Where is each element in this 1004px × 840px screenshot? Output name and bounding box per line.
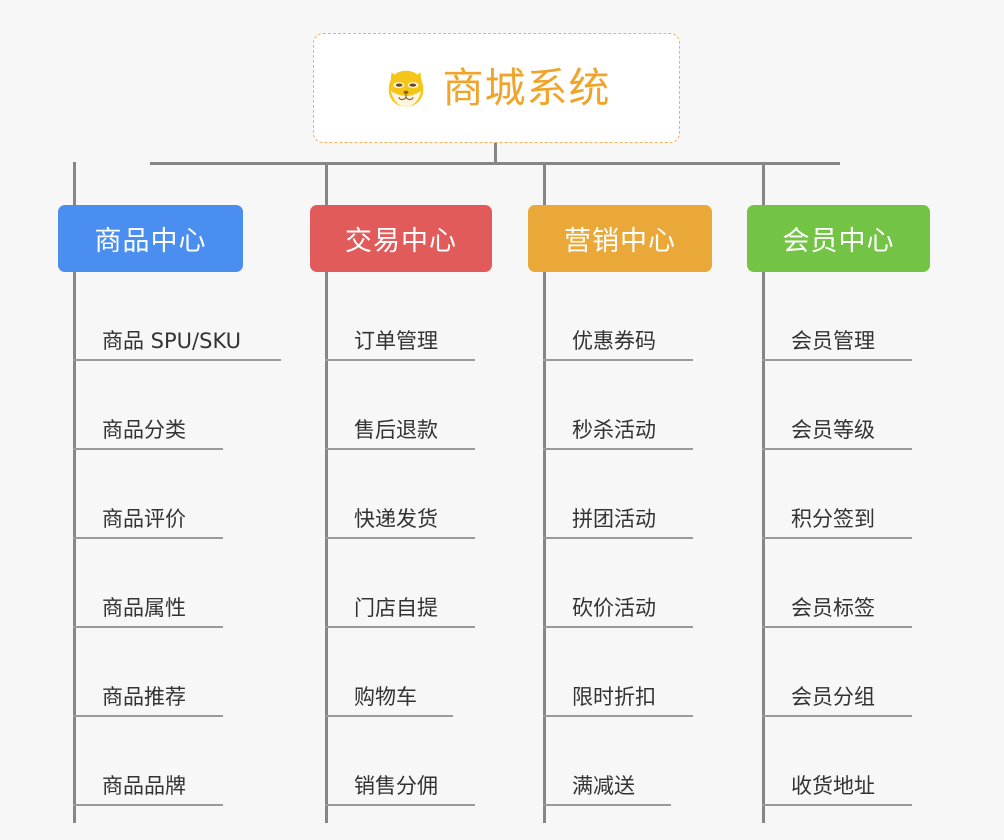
connector-horizontal-bar xyxy=(150,162,840,165)
leaf-item-label: 快递发货 xyxy=(354,506,438,531)
connector-drop-商品中心 xyxy=(73,162,76,206)
connector-root-stem xyxy=(494,143,497,164)
leaf-spine xyxy=(325,272,328,823)
leaf-item-商品-SPU-SKU[interactable]: 商品 SPU/SKU xyxy=(73,272,281,361)
leaf-item-拼团活动[interactable]: 拼团活动 xyxy=(543,450,693,539)
leaf-column-营销中心: 优惠券码秒杀活动拼团活动砍价活动限时折扣满减送 xyxy=(543,272,693,823)
leaf-item-underline xyxy=(543,804,671,806)
leaf-column-交易中心: 订单管理售后退款快递发货门店自提购物车销售分佣 xyxy=(325,272,475,823)
leaf-item-label: 收货地址 xyxy=(791,773,875,798)
leaf-item-商品属性[interactable]: 商品属性 xyxy=(73,539,241,628)
leaf-item-商品分类[interactable]: 商品分类 xyxy=(73,361,241,450)
leaf-item-label: 商品推荐 xyxy=(102,684,186,709)
leaf-item-underline xyxy=(325,448,475,450)
leaf-item-underline xyxy=(762,359,912,361)
leaf-spine xyxy=(762,272,765,823)
leaf-item-快递发货[interactable]: 快递发货 xyxy=(325,450,475,539)
leaf-item-label: 商品评价 xyxy=(102,506,186,531)
leaf-item-收货地址[interactable]: 收货地址 xyxy=(762,717,912,806)
category-label: 商品中心 xyxy=(94,226,207,257)
category-label: 营销中心 xyxy=(564,226,676,257)
leaf-item-label: 订单管理 xyxy=(354,328,438,353)
leaf-item-underline xyxy=(73,626,223,628)
leaf-item-售后退款[interactable]: 售后退款 xyxy=(325,361,475,450)
category-box-营销中心[interactable]: 营销中心 xyxy=(528,205,712,272)
connector-drop-营销中心 xyxy=(543,162,546,206)
leaf-item-underline xyxy=(543,537,693,539)
leaf-item-underline xyxy=(543,359,693,361)
leaf-item-label: 积分签到 xyxy=(791,506,875,531)
connector-drop-交易中心 xyxy=(325,162,328,206)
leaf-item-门店自提[interactable]: 门店自提 xyxy=(325,539,475,628)
leaf-item-会员等级[interactable]: 会员等级 xyxy=(762,361,912,450)
leaf-item-秒杀活动[interactable]: 秒杀活动 xyxy=(543,361,693,450)
leaf-item-underline xyxy=(73,804,223,806)
leaf-item-商品推荐[interactable]: 商品推荐 xyxy=(73,628,241,717)
leaf-item-购物车[interactable]: 购物车 xyxy=(325,628,453,717)
leaf-item-label: 商品 SPU/SKU xyxy=(102,328,242,353)
leaf-item-商品评价[interactable]: 商品评价 xyxy=(73,450,241,539)
leaf-item-underline xyxy=(73,359,281,361)
leaf-item-underline xyxy=(762,626,912,628)
leaf-item-label: 会员标签 xyxy=(791,595,875,620)
category-box-商品中心[interactable]: 商品中心 xyxy=(58,205,243,272)
leaf-item-underline xyxy=(762,715,912,717)
leaf-item-label: 销售分佣 xyxy=(354,773,438,798)
leaf-item-underline xyxy=(543,626,693,628)
leaf-item-underline xyxy=(543,715,693,717)
leaf-item-会员分组[interactable]: 会员分组 xyxy=(762,628,912,717)
leaf-item-会员管理[interactable]: 会员管理 xyxy=(762,272,912,361)
leaf-item-会员标签[interactable]: 会员标签 xyxy=(762,539,912,628)
leaf-item-label: 会员等级 xyxy=(791,417,875,442)
root-title: 商城系统 xyxy=(442,63,611,112)
leaf-item-优惠券码[interactable]: 优惠券码 xyxy=(543,272,693,361)
root-node[interactable]: 商城系统 xyxy=(313,33,680,143)
category-label: 会员中心 xyxy=(782,226,895,257)
leaf-item-砍价活动[interactable]: 砍价活动 xyxy=(543,539,693,628)
leaf-item-label: 优惠券码 xyxy=(572,328,656,353)
category-box-交易中心[interactable]: 交易中心 xyxy=(310,205,492,272)
leaf-item-销售分佣[interactable]: 销售分佣 xyxy=(325,717,475,806)
leaf-item-underline xyxy=(325,626,475,628)
leaf-item-underline xyxy=(325,359,475,361)
leaf-item-label: 商品品牌 xyxy=(102,773,186,798)
leaf-item-label: 限时折扣 xyxy=(572,684,656,709)
category-box-会员中心[interactable]: 会员中心 xyxy=(747,205,930,272)
leaf-column-会员中心: 会员管理会员等级积分签到会员标签会员分组收货地址 xyxy=(762,272,912,823)
leaf-item-label: 满减送 xyxy=(572,773,635,798)
leaf-item-label: 砍价活动 xyxy=(572,595,656,620)
leaf-item-underline xyxy=(73,448,223,450)
leaf-item-underline xyxy=(762,804,912,806)
leaf-item-label: 秒杀活动 xyxy=(572,417,656,442)
leaf-item-underline xyxy=(73,715,223,717)
leaf-item-underline xyxy=(762,537,912,539)
leaf-item-label: 会员分组 xyxy=(791,684,875,709)
leaf-column-商品中心: 商品 SPU/SKU 商品分类商品评价商品属性商品推荐商品品牌 xyxy=(73,272,281,823)
leaf-item-underline xyxy=(325,715,453,717)
leaf-item-underline xyxy=(325,537,475,539)
leaf-item-label: 售后退款 xyxy=(354,417,438,442)
leaf-item-限时折扣[interactable]: 限时折扣 xyxy=(543,628,693,717)
leaf-item-订单管理[interactable]: 订单管理 xyxy=(325,272,475,361)
shiba-dog-face-icon xyxy=(383,65,429,111)
leaf-item-underline xyxy=(73,537,223,539)
leaf-item-满减送[interactable]: 满减送 xyxy=(543,717,671,806)
leaf-item-underline xyxy=(325,804,475,806)
leaf-item-label: 购物车 xyxy=(354,684,417,709)
leaf-item-underline xyxy=(543,448,693,450)
leaf-item-label: 门店自提 xyxy=(354,595,438,620)
category-label: 交易中心 xyxy=(345,226,457,257)
leaf-item-underline xyxy=(762,448,912,450)
leaf-item-label: 商品属性 xyxy=(102,595,186,620)
leaf-item-积分签到[interactable]: 积分签到 xyxy=(762,450,912,539)
connector-drop-会员中心 xyxy=(762,162,765,206)
leaf-item-label: 拼团活动 xyxy=(572,506,656,531)
leaf-spine xyxy=(73,272,76,823)
leaf-spine xyxy=(543,272,546,823)
leaf-item-label: 会员管理 xyxy=(791,328,875,353)
leaf-item-label: 商品分类 xyxy=(102,417,186,442)
leaf-item-商品品牌[interactable]: 商品品牌 xyxy=(73,717,241,806)
